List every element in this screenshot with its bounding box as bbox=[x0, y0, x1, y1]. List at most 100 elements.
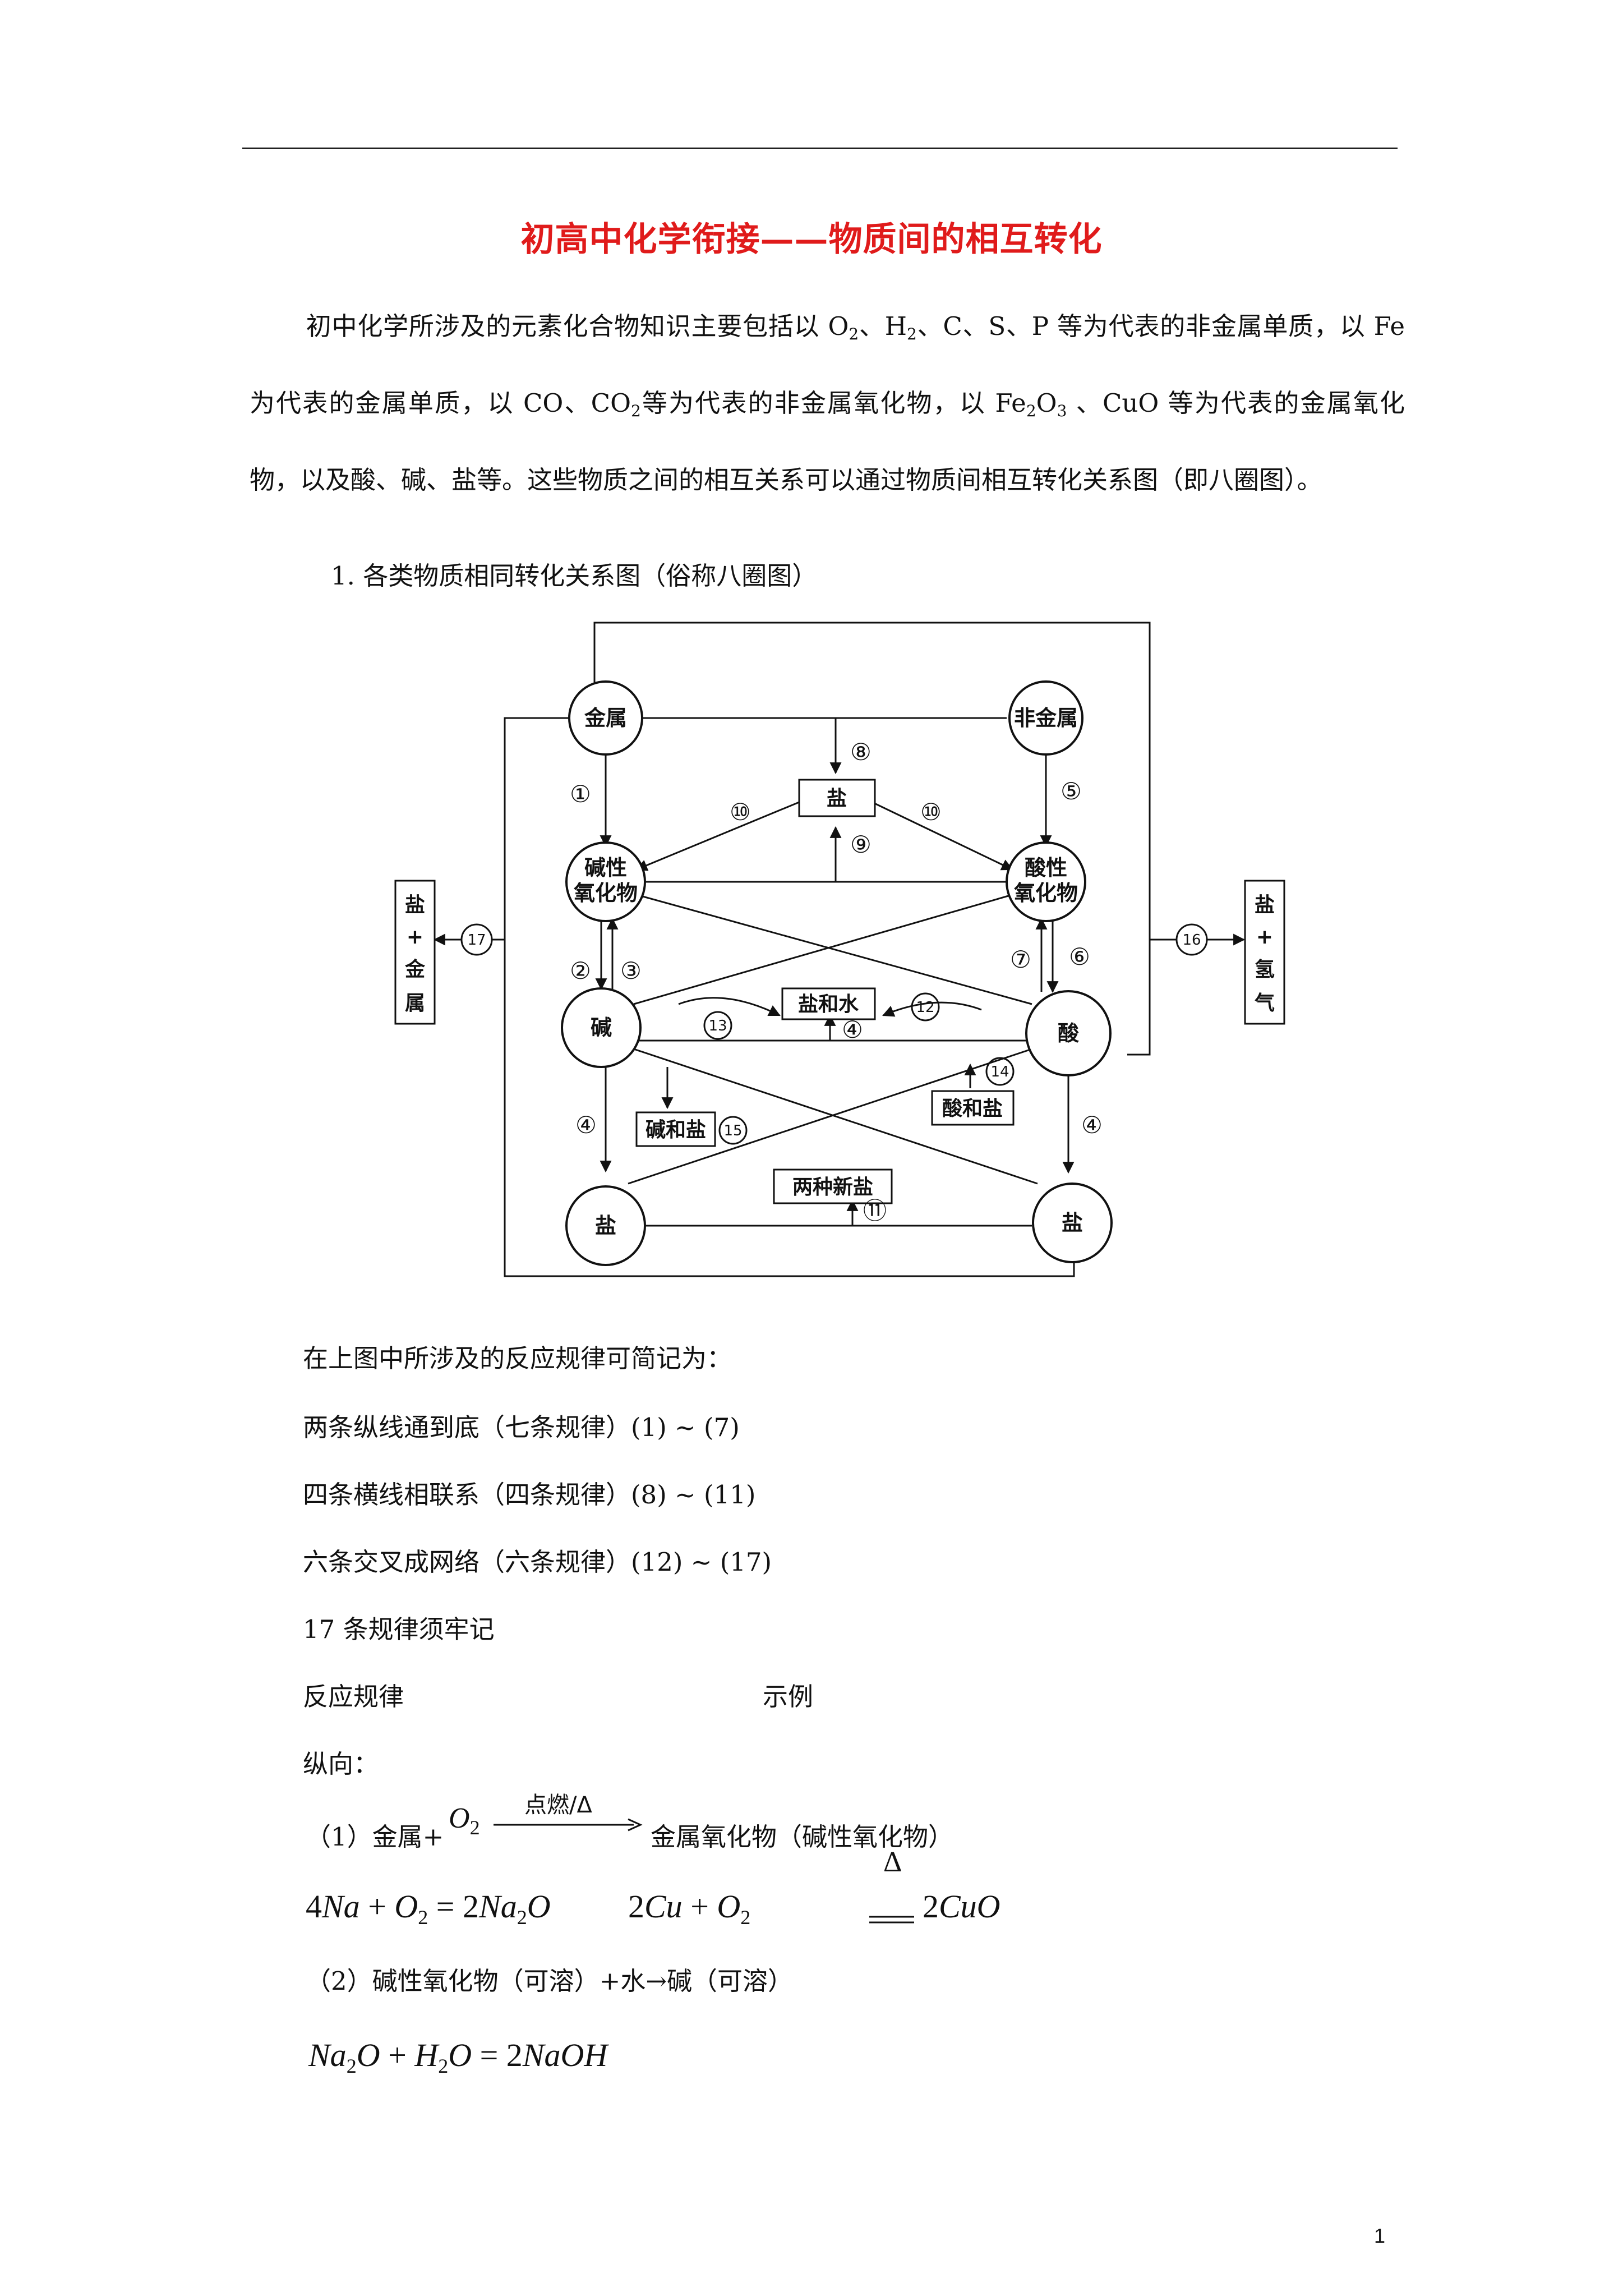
term: Na bbox=[479, 1888, 517, 1925]
marker-17-ring bbox=[460, 923, 493, 956]
salt-metal-box bbox=[394, 880, 436, 1025]
marker-15: 15 bbox=[723, 1122, 742, 1139]
intro-text: 、H bbox=[859, 311, 907, 341]
metal-label: 金属 bbox=[584, 706, 627, 730]
acid-node bbox=[1025, 990, 1112, 1076]
equation-delta: Δ bbox=[883, 1846, 902, 1878]
coef: 2 bbox=[628, 1888, 644, 1925]
equation-copper-oxide: 2Cu + O2 bbox=[628, 1888, 750, 1929]
term: CuO bbox=[939, 1888, 1000, 1925]
marker-8: ⑧ bbox=[850, 738, 872, 766]
column-header-rule: 反应规律 bbox=[303, 1682, 404, 1711]
subscript: 2 bbox=[907, 325, 917, 343]
reagent-symbol: O bbox=[449, 1802, 470, 1834]
marker-10-right: ⑩ bbox=[920, 798, 942, 826]
marker-16-ring bbox=[1175, 923, 1208, 956]
marker-13-ring bbox=[703, 1011, 732, 1040]
salt-water-box bbox=[781, 987, 876, 1020]
marker-12: 12 bbox=[916, 999, 934, 1016]
term: O bbox=[717, 1888, 741, 1925]
marker-5: ⑤ bbox=[1061, 777, 1082, 805]
curve-13 bbox=[678, 997, 781, 1016]
rules-intro: 在上图中所涉及的反应规律可简记为： bbox=[303, 1343, 732, 1373]
equation-copper-product: 2CuO bbox=[923, 1888, 1000, 1925]
term: NaOH bbox=[522, 2037, 608, 2073]
marker-14-ring bbox=[985, 1057, 1015, 1086]
coef: 2 bbox=[506, 2037, 523, 2073]
subscript: 2 bbox=[849, 325, 859, 343]
marker-9: ⑨ bbox=[850, 831, 872, 858]
left-frame-line bbox=[504, 717, 1075, 1277]
marker-4-center: ④ bbox=[842, 1016, 863, 1043]
rule-summary: 17 条规律须牢记 bbox=[303, 1614, 495, 1644]
salt-right-label: 盐 bbox=[1062, 1211, 1083, 1235]
nonmetal-node bbox=[1008, 680, 1083, 756]
reaction-1-arrow bbox=[494, 1818, 643, 1832]
intro-text: 、CuO 等为代表的金属氧化物，以及酸、碱、盐等。这些物质之间的相互关系可以通过… bbox=[250, 388, 1405, 495]
column-header-example: 示例 bbox=[763, 1682, 814, 1711]
two-salts-box bbox=[773, 1168, 893, 1204]
term: O bbox=[527, 1888, 551, 1925]
salt-hydrogen-label-4: 气 bbox=[1255, 992, 1275, 1015]
salt-top-label: 盐 bbox=[827, 787, 847, 810]
marker-11: ⑪ bbox=[863, 1197, 887, 1225]
salt-hydrogen-label-1: 盐 bbox=[1255, 894, 1275, 917]
salt-left-label: 盐 bbox=[595, 1213, 616, 1238]
marker-14: 14 bbox=[990, 1064, 1009, 1080]
salt-metal-label-1: 盐 bbox=[405, 894, 425, 917]
subscript: 2 bbox=[438, 2055, 449, 2077]
base-salt-box bbox=[635, 1111, 716, 1147]
marker-12-ring bbox=[911, 992, 940, 1022]
basic-oxide-node bbox=[565, 841, 646, 922]
marker-1: ① bbox=[570, 780, 591, 808]
curve-12 bbox=[882, 1001, 982, 1017]
term: Na bbox=[308, 2037, 347, 2073]
operator: + bbox=[682, 1888, 717, 1925]
salt-to-acidic-oxide bbox=[872, 801, 1013, 871]
coef: 4 bbox=[306, 1888, 322, 1925]
reaction-1-condition: 点燃/Δ bbox=[524, 1792, 592, 1818]
salt-to-basic-oxide bbox=[635, 801, 800, 871]
rule-vertical-lines: 两条纵线通到底（七条规律）(1) ~ (7) bbox=[303, 1412, 740, 1442]
marker-13: 13 bbox=[708, 1018, 727, 1034]
marker-15-ring bbox=[718, 1116, 748, 1145]
section-heading: 1. 各类物质相同转化关系图（俗称八圈图） bbox=[331, 561, 818, 591]
term: O bbox=[448, 2037, 472, 2073]
subscript: 3 bbox=[1057, 402, 1067, 420]
salt-hydrogen-label-2: + bbox=[1256, 926, 1273, 949]
term: O bbox=[356, 2037, 380, 2073]
term: O bbox=[394, 1888, 418, 1925]
operator: + bbox=[380, 2037, 415, 2073]
basic-oxide-label-1: 碱性 bbox=[584, 855, 627, 880]
two-salts-label: 两种新盐 bbox=[792, 1176, 873, 1199]
intro-text: O bbox=[1036, 388, 1057, 418]
subscript: 2 bbox=[740, 1906, 751, 1929]
nonmetal-label: 非金属 bbox=[1014, 706, 1078, 730]
subscript: 2 bbox=[1026, 402, 1036, 420]
base-salt-label: 碱和盐 bbox=[645, 1119, 706, 1142]
acidic-oxide-base-diagonal bbox=[633, 894, 1013, 1005]
salt-left-node bbox=[565, 1185, 646, 1266]
subscript: 2 bbox=[630, 402, 641, 420]
basic-oxide-acid-diagonal bbox=[636, 894, 1032, 1005]
marker-16: 16 bbox=[1182, 932, 1201, 949]
salt-metal-label-2: + bbox=[407, 926, 423, 949]
marker-10-left: ⑩ bbox=[730, 798, 751, 826]
marker-7: ⑦ bbox=[1010, 946, 1031, 973]
reagent-subscript: 2 bbox=[469, 1816, 480, 1839]
salt-hydrogen-label-3: 氢 bbox=[1255, 958, 1275, 981]
marker-6: ⑥ bbox=[1069, 943, 1090, 970]
top-frame-line bbox=[593, 622, 1151, 1056]
acid-salt-label: 酸和盐 bbox=[942, 1097, 1003, 1120]
salt-right-node bbox=[1032, 1182, 1113, 1263]
page-title: 初高中化学衔接——物质间的相互转化 bbox=[520, 220, 1103, 259]
intro-text: 、C、S、P 等为代表的非金属单质，以 Fe 为代表的金属单质，以 CO、CO bbox=[250, 311, 1405, 418]
double-equals bbox=[869, 1916, 914, 1924]
equals: = bbox=[472, 2037, 506, 2073]
term: H bbox=[414, 2037, 439, 2073]
intro-text: 初中化学所涉及的元素化合物知识主要包括以 O bbox=[306, 311, 849, 341]
operator: + bbox=[359, 1888, 395, 1925]
marker-4-left: ④ bbox=[575, 1111, 597, 1139]
acidic-oxide-label-1: 酸性 bbox=[1025, 855, 1067, 880]
eight-circle-diagram: 金属 非金属 碱性 氧化物 酸性 氧化物 碱 酸 盐 盐 盐 盐和水 碱和盐 酸… bbox=[394, 622, 1285, 1277]
